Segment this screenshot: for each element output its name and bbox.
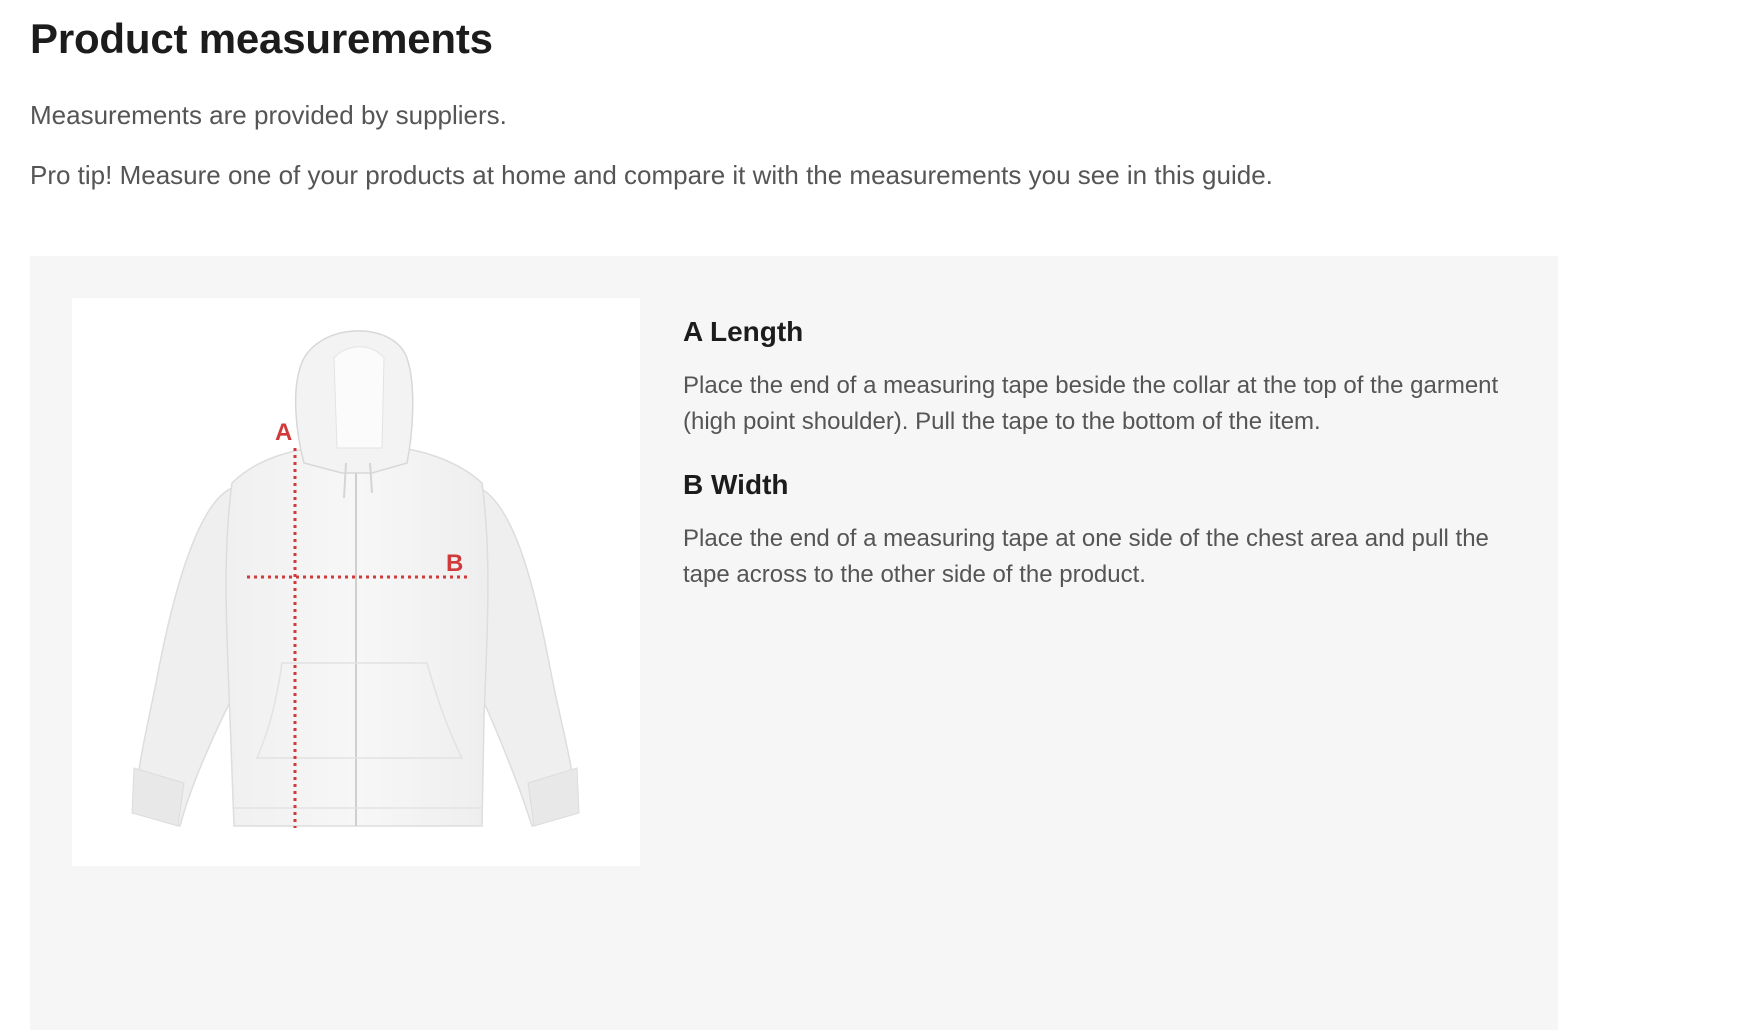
marker-b-label: B: [446, 550, 463, 577]
length-heading: A Length: [683, 316, 804, 347]
width-description: Place the end of a measuring tape at one…: [683, 525, 1489, 588]
pro-tip: Pro tip! Measure one of your products at…: [30, 160, 1273, 190]
supplier-note: Measurements are provided by suppliers.: [30, 100, 507, 130]
left-sleeve: [133, 486, 233, 827]
marker-a-label: A: [275, 419, 292, 446]
right-sleeve: [479, 486, 578, 827]
drawstring-left: [343, 462, 347, 499]
page-title: Product measurements: [30, 15, 493, 62]
hoodie-measurement-image: A B: [72, 298, 640, 866]
hoodie-illustration: A B: [131, 330, 580, 828]
width-heading: B Width: [683, 469, 789, 500]
right-cuff: [527, 767, 580, 827]
drawstring-right: [369, 462, 373, 494]
kangaroo-pocket: [255, 662, 464, 759]
measurement-guide-panel: A B A Length Place the end of a measurin…: [30, 256, 1558, 1030]
left-cuff: [131, 767, 185, 827]
length-description: Place the end of a measuring tape beside…: [683, 372, 1499, 435]
hood-opening: [333, 346, 385, 449]
